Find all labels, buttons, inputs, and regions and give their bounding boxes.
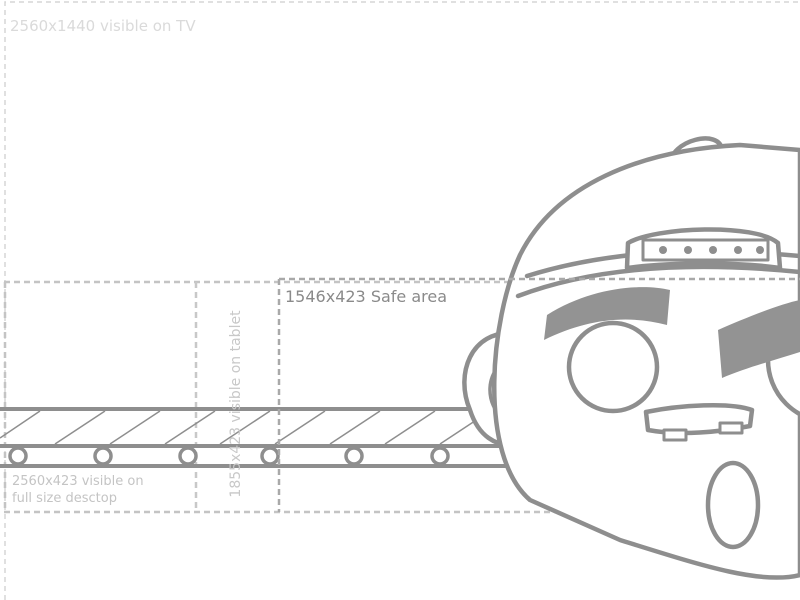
tv-area-label: 2560x1440 visible on TV — [10, 17, 196, 35]
tv-area-boundary — [4, 1, 800, 600]
safe-area-label: 1546x423 Safe area — [285, 287, 448, 306]
robot-eyebrows — [544, 287, 800, 378]
desktop-area-label: 2560x423 visible on full size desctop — [12, 473, 144, 507]
robot-face-icon — [462, 136, 800, 580]
desktop-area-label-line1: 2560x423 visible on — [12, 474, 144, 489]
conveyor-belt-icon — [0, 407, 532, 468]
tablet-area-label: 1855x423 visible on tablet — [228, 310, 244, 498]
safe-area-boundary — [277, 277, 800, 512]
desktop-area-label-line2: full size desctop — [12, 491, 117, 506]
